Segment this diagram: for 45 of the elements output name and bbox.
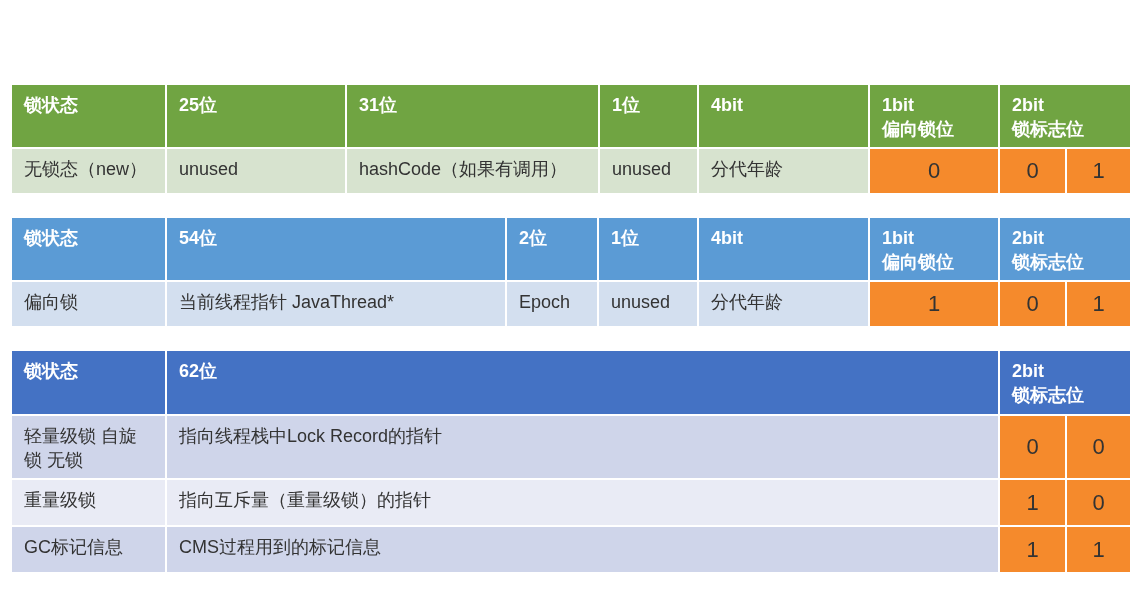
header-cell: 1位: [600, 85, 697, 147]
data-cell: 指向线程栈中Lock Record的指针: [167, 416, 998, 478]
data-cell: 分代年龄: [699, 149, 868, 193]
header-cell: 1bit 偏向锁位: [870, 218, 998, 280]
header-cell: 2位: [507, 218, 597, 280]
header-cell: 锁状态: [12, 351, 165, 414]
data-cell: 无锁态（new）: [12, 149, 165, 193]
header-cell: 锁状态: [12, 218, 165, 280]
bit-value-cell: 0: [870, 149, 998, 193]
bit-value-cell: 1: [1000, 527, 1065, 572]
data-cell: 偏向锁: [12, 282, 165, 326]
data-cell: 当前线程指针 JavaThread*: [167, 282, 505, 326]
header-cell: 31位: [347, 85, 598, 147]
bit-value-cell: 1: [1000, 480, 1065, 525]
bit-value-cell: 0: [1067, 416, 1130, 478]
data-cell: CMS过程用到的标记信息: [167, 527, 998, 572]
header-cell: 1bit 偏向锁位: [870, 85, 998, 147]
header-cell: 1位: [599, 218, 697, 280]
bit-value-cell: 0: [1067, 480, 1130, 525]
data-cell: GC标记信息: [12, 527, 165, 572]
data-cell: 分代年龄: [699, 282, 868, 326]
header-cell: 62位: [167, 351, 998, 414]
header-cell: 54位: [167, 218, 505, 280]
bit-value-cell: 0: [1000, 416, 1065, 478]
data-cell: Epoch: [507, 282, 597, 326]
data-cell: unused: [600, 149, 697, 193]
header-cell: 2bit 锁标志位: [1000, 218, 1130, 280]
header-cell: 4bit: [699, 218, 868, 280]
header-cell: 4bit: [699, 85, 868, 147]
data-cell: 重量级锁: [12, 480, 165, 525]
header-cell: 2bit 锁标志位: [1000, 85, 1130, 147]
data-cell: unused: [599, 282, 697, 326]
data-cell: 指向互斥量（重量级锁）的指针: [167, 480, 998, 525]
data-cell: unused: [167, 149, 345, 193]
header-cell: 锁状态: [12, 85, 165, 147]
bit-value-cell: 0: [1000, 149, 1065, 193]
bit-value-cell: 0: [1000, 282, 1065, 326]
bit-value-cell: 1: [1067, 527, 1130, 572]
bit-value-cell: 1: [1067, 149, 1130, 193]
data-cell: hashCode（如果有调用）: [347, 149, 598, 193]
header-cell: 2bit 锁标志位: [1000, 351, 1130, 414]
header-cell: 25位: [167, 85, 345, 147]
bit-value-cell: 1: [1067, 282, 1130, 326]
data-cell: 轻量级锁 自旋锁 无锁: [12, 416, 165, 478]
bit-value-cell: 1: [870, 282, 998, 326]
